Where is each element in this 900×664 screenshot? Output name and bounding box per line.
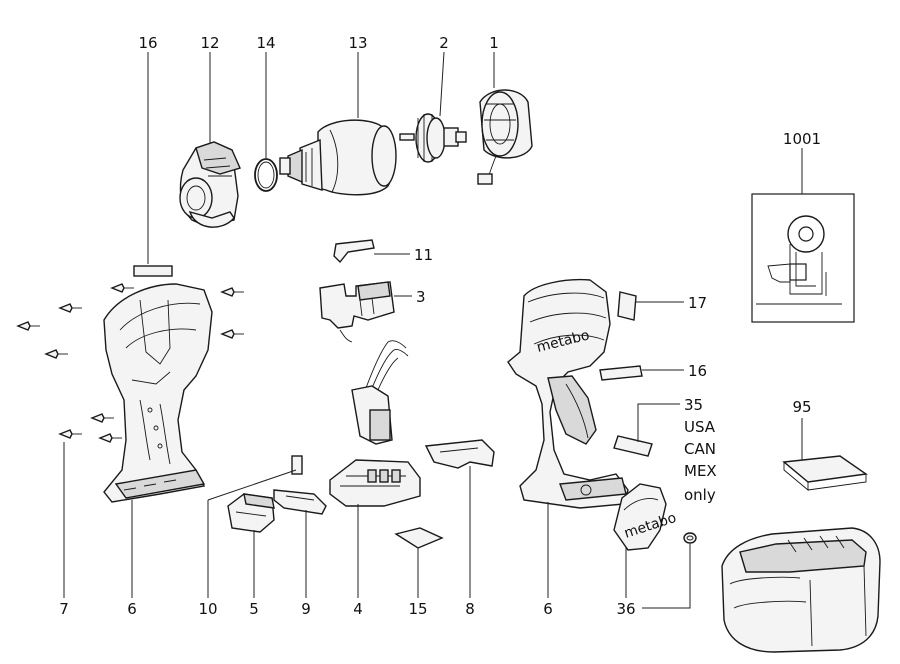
label-35: 35 bbox=[684, 396, 703, 414]
label-11: 11 bbox=[414, 246, 433, 264]
part-8-clip bbox=[424, 439, 495, 469]
part-16-label-strip-left bbox=[133, 265, 173, 277]
part-3-switch bbox=[319, 281, 395, 343]
label-8: 8 bbox=[465, 600, 475, 618]
label-1001: 1001 bbox=[783, 130, 821, 148]
label-6-right: 6 bbox=[543, 600, 553, 618]
note-mex: MEX bbox=[684, 462, 717, 480]
leader-10a bbox=[207, 469, 297, 501]
part-4-electronics bbox=[329, 340, 421, 507]
label-17: 17 bbox=[688, 294, 707, 312]
battery-pack bbox=[721, 527, 881, 653]
label-3: 3 bbox=[416, 288, 426, 306]
label-2: 2 bbox=[439, 34, 449, 52]
part-16-label-strip-right bbox=[599, 365, 643, 381]
note-only: only bbox=[684, 486, 716, 504]
part-10-spring bbox=[291, 455, 303, 475]
label-5: 5 bbox=[249, 600, 259, 618]
label-4: 4 bbox=[353, 600, 363, 618]
label-10: 10 bbox=[198, 600, 217, 618]
part-1001-schematic bbox=[751, 193, 855, 323]
part-36-screw bbox=[683, 532, 697, 544]
label-1: 1 bbox=[489, 34, 499, 52]
label-12: 12 bbox=[200, 34, 219, 52]
label-16-right: 16 bbox=[688, 362, 707, 380]
part-36-cover: metabo bbox=[613, 483, 678, 551]
leader-35 bbox=[637, 403, 680, 442]
part-35-label bbox=[613, 435, 653, 457]
part-7-screws bbox=[16, 283, 244, 443]
part-9-latch bbox=[273, 489, 327, 515]
part-11-switch-lever bbox=[333, 239, 375, 264]
note-usa: USA bbox=[684, 418, 716, 436]
part-15-label-sheet bbox=[394, 527, 444, 549]
part-6-housing-left bbox=[103, 283, 213, 503]
leader-2 bbox=[439, 51, 445, 117]
part-14-ring bbox=[254, 158, 278, 192]
label-36: 36 bbox=[616, 600, 635, 618]
part-2-rotor bbox=[399, 113, 467, 163]
label-6-left: 6 bbox=[127, 600, 137, 618]
label-7: 7 bbox=[59, 600, 69, 618]
part-6-housing-right: metabo bbox=[507, 278, 629, 509]
label-9: 9 bbox=[301, 600, 311, 618]
part-95-plate bbox=[782, 455, 868, 491]
note-can: CAN bbox=[684, 440, 716, 458]
label-14: 14 bbox=[256, 34, 275, 52]
label-95: 95 bbox=[792, 398, 811, 416]
label-15: 15 bbox=[408, 600, 427, 618]
label-16-top: 16 bbox=[138, 34, 157, 52]
part-5-contact-block bbox=[227, 493, 275, 533]
part-12-front-cap bbox=[179, 141, 241, 228]
leader-36b bbox=[642, 544, 691, 609]
part-13-gear-housing bbox=[279, 119, 397, 196]
label-13: 13 bbox=[348, 34, 367, 52]
part-17-label bbox=[617, 291, 637, 321]
part-1-stator bbox=[477, 89, 533, 185]
